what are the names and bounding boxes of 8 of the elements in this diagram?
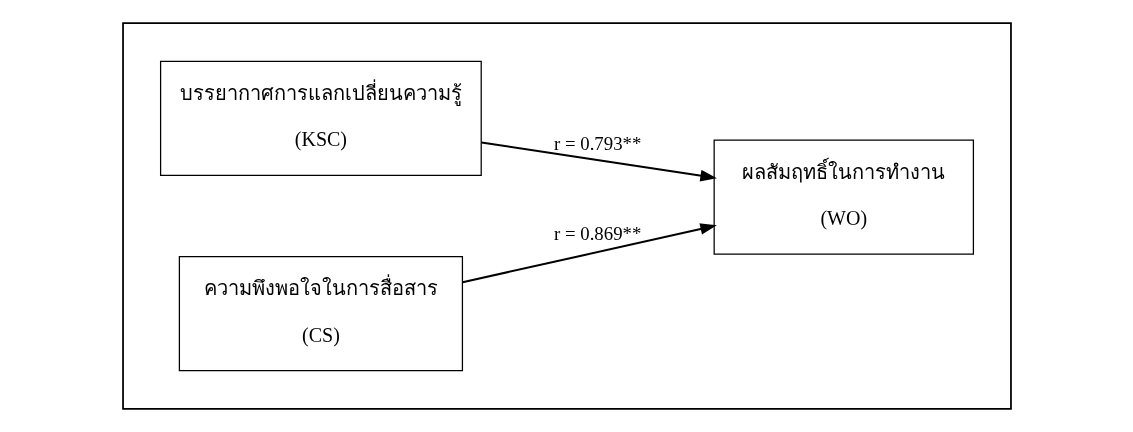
arrow bbox=[479, 141, 717, 182]
cluster bbox=[121, 22, 1012, 410]
node-box: ความพึงพอใจในการสื่อสาร (CS) bbox=[178, 256, 463, 372]
node-box: ผลสัมฤทธิ์ในการทำงาน (WO) bbox=[713, 139, 974, 255]
edge-label: r = 0.869** bbox=[553, 222, 641, 244]
edge-label: r = 0.793** bbox=[553, 132, 641, 154]
arrow bbox=[461, 223, 717, 284]
node-box: บรรยากาศการแลกเปลี่ยนความรู้ (KSC) bbox=[159, 60, 482, 176]
